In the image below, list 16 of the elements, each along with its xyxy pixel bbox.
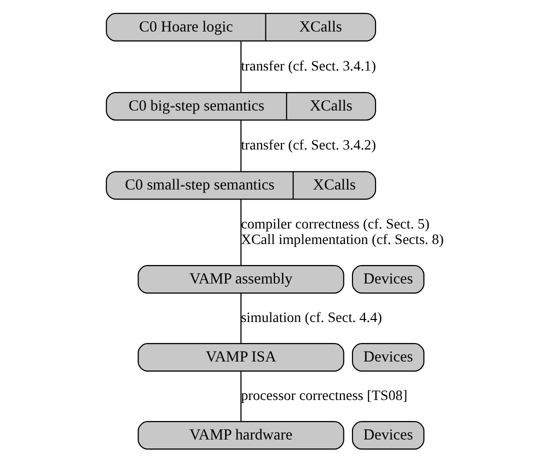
node-box: Devices [352,343,424,372]
node-box: VAMP ISA [138,343,344,372]
connector [240,41,242,92]
node-box: Devices [352,265,424,294]
node-box: Devices [352,421,424,450]
connector [240,293,242,344]
connector [240,120,242,172]
edge-label: processor correctness [TS08] [240,388,408,404]
edge-label: compiler correctness (cf. Sect. 5) XCall implementation (cf. Sects. 8) [240,216,444,248]
connector [240,371,242,422]
node-box: VAMP hardware [138,421,344,450]
edge-label: transfer (cf. Sect. 3.4.1) [240,58,376,74]
node-box: VAMP assembly [138,265,344,294]
edge-label: transfer (cf. Sect. 3.4.2) [240,138,376,154]
connector [240,199,242,266]
edge-label: simulation (cf. Sect. 4.4) [240,310,382,326]
